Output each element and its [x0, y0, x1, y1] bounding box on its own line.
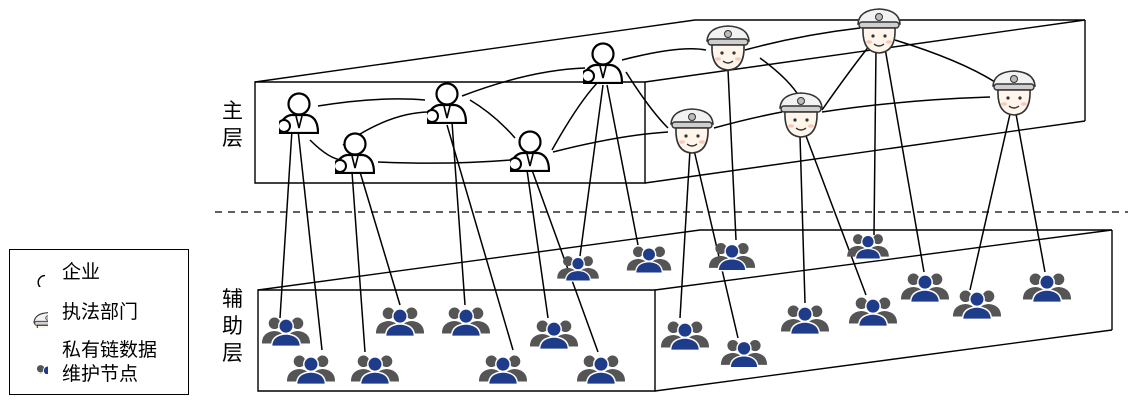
private-chain-node-icon	[10, 344, 54, 380]
law-enforcement-icon	[10, 294, 54, 330]
law-enforcement-icon	[670, 108, 714, 154]
legend-item-enterprise: 企业	[10, 254, 100, 290]
private-chain-node-icon	[556, 255, 600, 282]
law-enforcement-icon	[992, 70, 1036, 116]
aux-layer-label: 辅 助 层	[222, 287, 243, 365]
private-chain-node-icon	[350, 354, 400, 386]
private-chain-node-icon	[900, 272, 950, 304]
private-chain-node-icon	[708, 242, 756, 272]
private-chain-node-icon	[780, 304, 830, 336]
law-enforcement-icon	[706, 25, 750, 71]
aux-layer-box	[257, 229, 1113, 392]
legend: 企业 执法部门 私有链数据 维护节点	[9, 249, 189, 395]
private-chain-node-icon	[576, 354, 626, 386]
law-enforcement-icon	[779, 92, 823, 138]
private-chain-node-icon	[261, 316, 311, 348]
enterprise-nodes	[279, 42, 623, 174]
enterprise-icon	[335, 132, 375, 174]
legend-item-law-enforcement: 执法部门	[10, 294, 138, 330]
private-chain-node-icon	[848, 296, 898, 328]
private-chain-nodes	[261, 233, 1072, 386]
private-chain-node-icon	[529, 319, 579, 351]
private-chain-node-icon	[952, 289, 1002, 321]
private-chain-node-icon	[1022, 272, 1072, 304]
legend-item-private-chain-node: 私有链数据 维护节点	[10, 338, 157, 386]
private-chain-node-icon	[286, 354, 336, 386]
private-chain-node-icon	[720, 339, 768, 369]
main-layer-label: 主 层	[222, 99, 243, 150]
private-chain-node-icon	[478, 354, 528, 386]
private-chain-node-icon	[846, 233, 890, 260]
enterprise-icon	[10, 254, 54, 290]
connections	[279, 27, 1046, 353]
enterprise-icon	[583, 42, 623, 84]
private-chain-node-icon	[375, 306, 425, 338]
enterprise-icon	[427, 82, 467, 124]
private-chain-node-icon	[441, 306, 491, 338]
enterprise-icon	[279, 92, 319, 134]
private-chain-node-icon	[626, 245, 672, 274]
law-enforcement-nodes	[670, 8, 1036, 154]
main-layer-box	[254, 19, 1086, 184]
private-chain-node-icon	[660, 320, 710, 352]
